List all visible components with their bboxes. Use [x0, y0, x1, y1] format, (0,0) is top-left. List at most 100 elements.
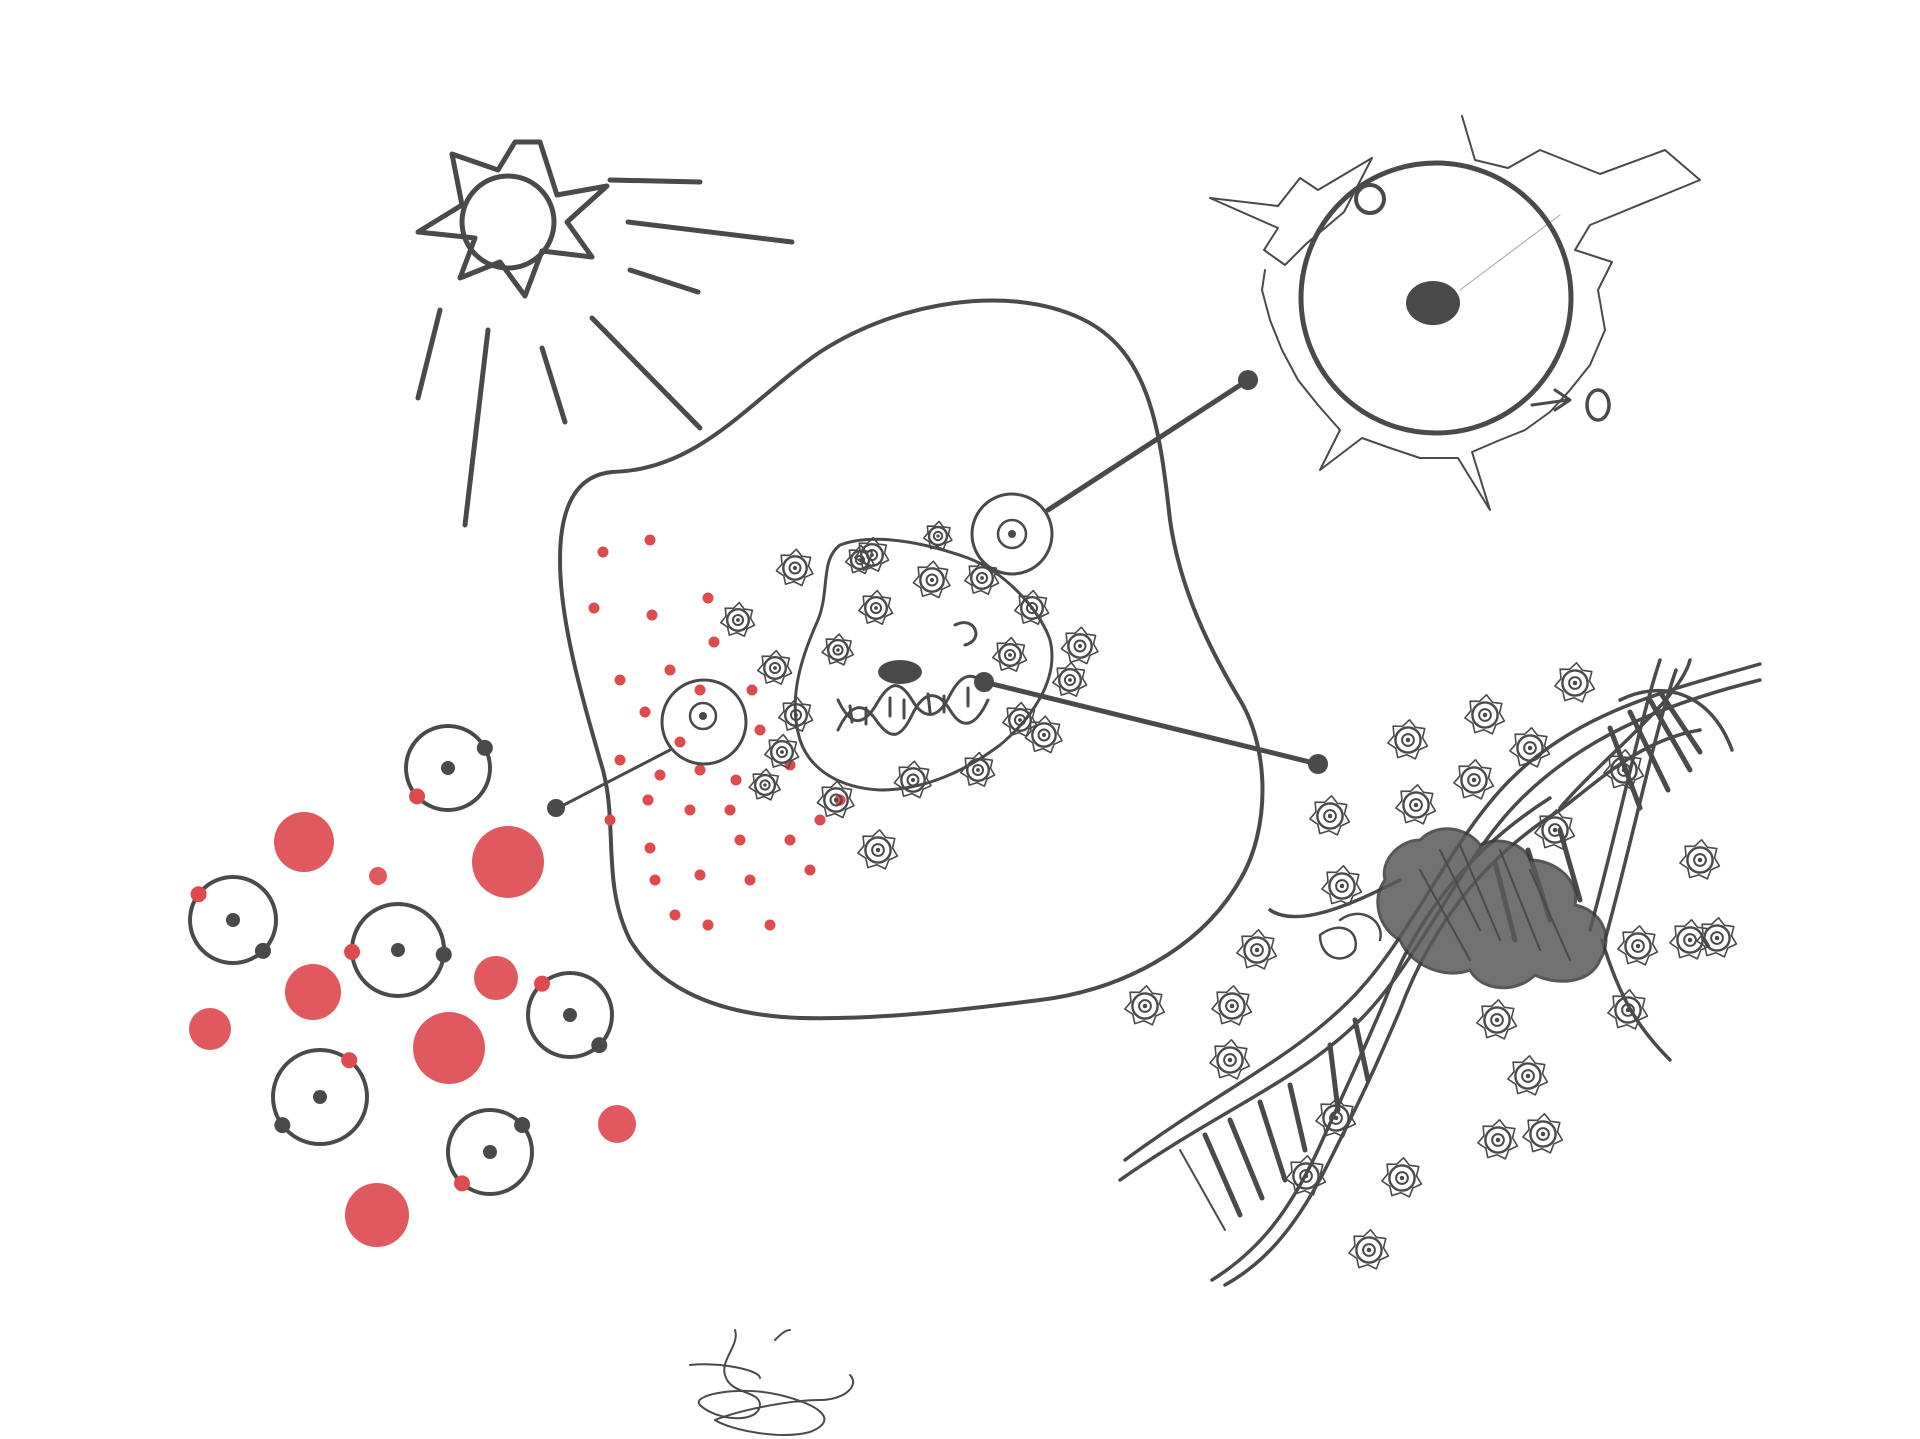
atom-icon — [344, 902, 452, 998]
red-dot — [649, 874, 661, 886]
free-radical-icon — [1607, 988, 1649, 1030]
atom-icon — [404, 724, 493, 812]
atom-icon — [188, 875, 278, 965]
dna-free-radicals — [1124, 661, 1738, 1270]
free-radical-icon — [959, 751, 996, 788]
red-dot — [730, 774, 742, 786]
red-dot — [746, 684, 758, 696]
red-dot — [664, 664, 676, 676]
free-radical-icon — [1052, 661, 1088, 698]
free-radical-icon — [1001, 701, 1038, 738]
red-dot — [614, 754, 626, 766]
red-dot — [694, 869, 706, 881]
red-particle — [189, 1008, 231, 1050]
free-radical-icon — [963, 559, 1000, 596]
red-particle — [345, 1183, 409, 1247]
free-radical-icon — [1024, 715, 1063, 754]
free-radical-icon — [1348, 1229, 1390, 1270]
red-dot — [684, 804, 696, 816]
free-radical-icon — [821, 633, 855, 666]
dna-damage-mass — [1318, 827, 1608, 990]
free-radical-icon — [756, 649, 793, 686]
free-radical-icon — [1476, 998, 1518, 1040]
free-radical-icon — [1013, 589, 1050, 626]
red-dot — [708, 636, 720, 648]
free-radical-icon — [1603, 748, 1645, 790]
free-radical-icon — [1309, 794, 1351, 836]
free-radical-icon — [1285, 1155, 1327, 1196]
free-radical-icon — [719, 601, 756, 638]
red-dot — [674, 736, 686, 748]
free-radical-icon — [1477, 1119, 1519, 1160]
red-dot — [597, 546, 609, 558]
red-dot — [734, 834, 746, 846]
free-radical-icon — [1124, 984, 1166, 1026]
free-radical-icon — [1509, 726, 1551, 768]
sun-icon — [415, 139, 795, 528]
free-radical-icon — [1387, 718, 1429, 760]
free-radical-icon — [748, 768, 782, 801]
free-radical-icon — [1211, 984, 1253, 1026]
red-dot — [639, 706, 651, 718]
free-radical-icon — [912, 560, 951, 599]
signature-scribble — [689, 1329, 855, 1436]
red-dot — [604, 814, 616, 826]
red-dot — [694, 764, 706, 776]
highlighted-atom — [660, 678, 748, 766]
cell-nucleus — [793, 537, 1054, 792]
free-radical-icon — [775, 548, 814, 587]
free-radical-icon — [844, 544, 875, 575]
free-radical-icon — [763, 733, 800, 770]
free-radical-icon — [1381, 1157, 1423, 1198]
free-radical-icon — [1395, 783, 1437, 825]
red-particle-cluster — [189, 812, 636, 1247]
red-dot — [644, 534, 656, 546]
free-radical-icon — [1554, 661, 1596, 703]
cell-free-radicals — [719, 520, 1099, 870]
red-dot — [724, 804, 736, 816]
free-radical-icon — [857, 828, 899, 870]
red-particle — [413, 1012, 485, 1084]
free-radical-icon — [1669, 918, 1711, 960]
red-dot — [764, 919, 776, 931]
highlighted-radical — [970, 492, 1054, 576]
red-particle — [472, 826, 544, 898]
free-radical-icon — [816, 780, 855, 819]
red-dot — [744, 874, 756, 886]
free-radical-icon — [1522, 1113, 1564, 1154]
free-radical-icon — [1315, 1097, 1357, 1138]
connector-lines — [547, 370, 1328, 817]
red-dot — [642, 794, 654, 806]
free-radical-icon — [1617, 924, 1659, 966]
red-dot — [669, 909, 681, 921]
cell-red-dots — [588, 534, 846, 931]
free-radical-icon — [1507, 1055, 1549, 1096]
free-radical-icon — [1236, 928, 1278, 970]
free-radical-icon — [893, 760, 932, 799]
free-radical-icon — [1679, 838, 1721, 880]
free-radical-icon — [991, 636, 1028, 673]
free-radical-icon — [1321, 864, 1363, 906]
red-dot — [702, 592, 714, 604]
cell-membrane — [558, 298, 1265, 1021]
red-dot — [834, 794, 846, 806]
red-particle — [274, 812, 334, 872]
free-radical-icon — [1464, 693, 1506, 735]
red-dot — [646, 609, 658, 621]
free-radical-icon — [1209, 1039, 1251, 1080]
red-dot — [784, 834, 796, 846]
red-dot — [644, 842, 656, 854]
nucleus-dna — [836, 621, 990, 736]
free-radical-icon — [1453, 758, 1495, 800]
red-dot — [614, 674, 626, 686]
atom-icon — [271, 1048, 369, 1146]
red-particle — [369, 867, 387, 885]
red-dot — [588, 602, 600, 614]
red-dot — [814, 814, 826, 826]
red-particle — [598, 1105, 636, 1143]
red-dot — [694, 684, 706, 696]
free-radical-icon — [1696, 916, 1738, 958]
free-radical-icon — [922, 520, 953, 551]
red-dot — [702, 919, 714, 931]
